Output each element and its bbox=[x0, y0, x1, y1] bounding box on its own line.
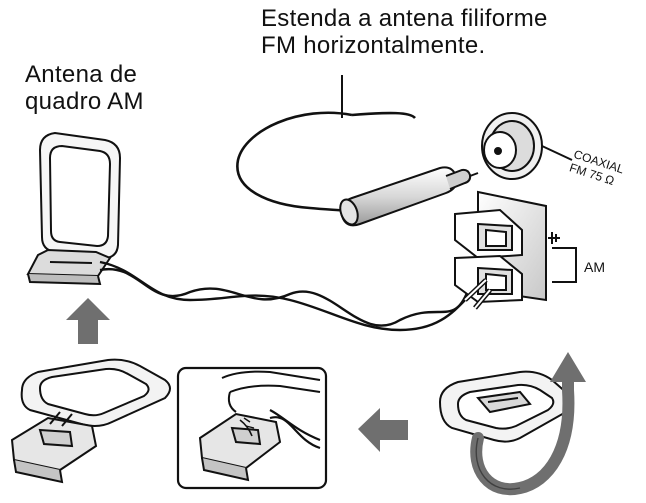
fm-antenna-instruction: Estenda a antena filiforme FM horizontal… bbox=[261, 5, 548, 60]
up-arrow-icon bbox=[66, 298, 110, 344]
fm-instruction-line1: Estenda a antena filiforme bbox=[261, 5, 548, 32]
am-loop-label-line2: quadro AM bbox=[25, 87, 144, 115]
am-loop-label-line1: Antena de bbox=[25, 61, 138, 88]
am-lead-wire bbox=[99, 260, 501, 332]
am-loop-antenna-icon bbox=[26, 131, 122, 286]
left-arrow-icon bbox=[358, 408, 408, 452]
am-loop-antenna-label: Antena de quadro AM bbox=[25, 61, 144, 116]
fm-wire-antenna-icon bbox=[236, 75, 479, 227]
coaxial-connector-icon bbox=[481, 112, 573, 180]
antenna-terminal-block-icon bbox=[454, 190, 577, 310]
am-terminal-label: AM bbox=[584, 259, 605, 275]
am-loop-rotating-icon bbox=[438, 370, 573, 443]
am-loop-unfolding-icon bbox=[10, 358, 171, 484]
detail-inset bbox=[176, 366, 328, 490]
rotate-arrow-icon bbox=[470, 352, 586, 496]
fm-instruction-line2: FM horizontalmente. bbox=[261, 31, 486, 59]
